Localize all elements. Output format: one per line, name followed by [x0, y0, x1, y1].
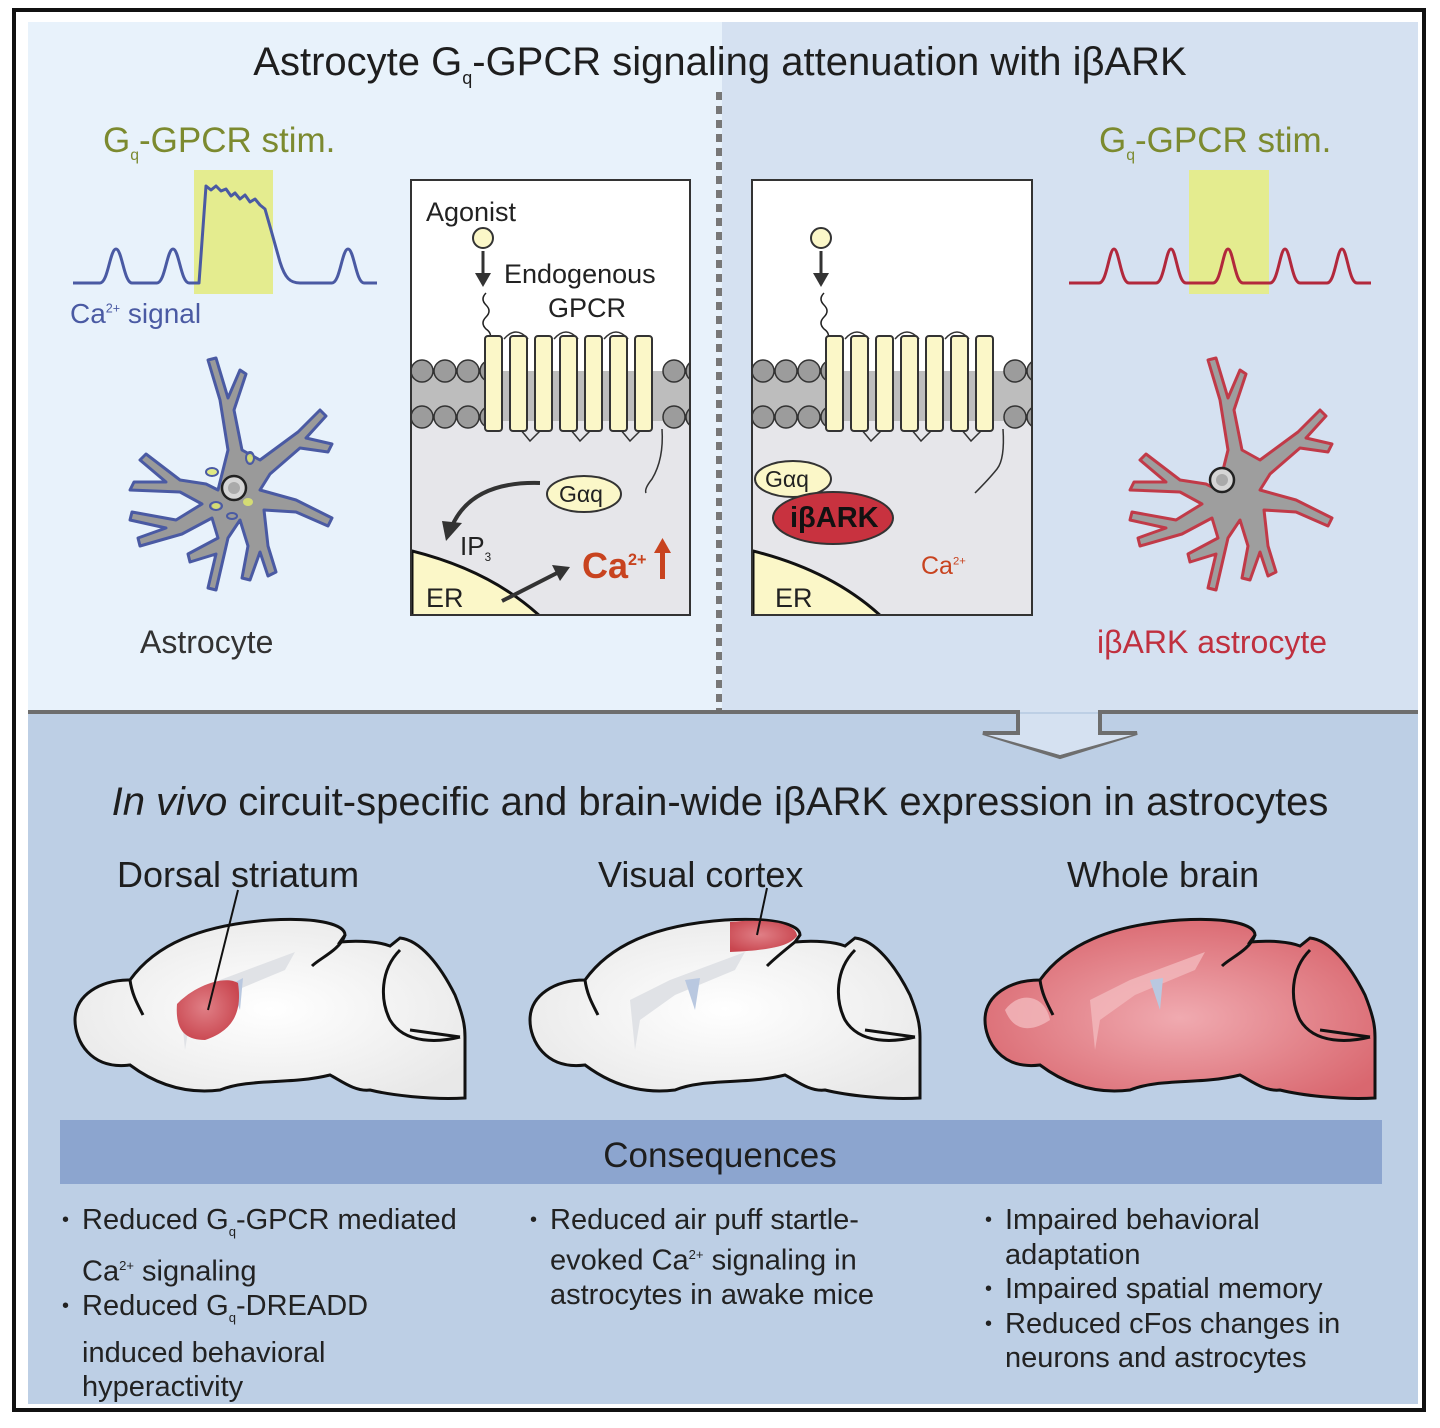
brain-visual-cortex [528, 887, 922, 1100]
g-protein-label: Gαq [765, 466, 809, 492]
g-alpha-q-protein [754, 460, 832, 498]
mechanism-box-ibark: Gαq iβARK ER Ca2+ [751, 179, 1033, 616]
dashed-divider [716, 92, 722, 712]
arrow-down-icon [813, 273, 829, 287]
ibark-protein [772, 491, 894, 545]
trace-line-right [1069, 247, 1371, 285]
calcium-trace-left [73, 170, 377, 294]
ibark-label: iβARK [790, 502, 879, 534]
mechanism-diagram-ibark [753, 227, 1031, 614]
down-arrow-icon [28, 710, 1418, 760]
consequences-title: Consequences [603, 1136, 837, 1175]
flow-arrow [28, 710, 1418, 760]
astrocyte-label: Astrocyte [140, 624, 274, 660]
gpcr-helices [484, 335, 653, 432]
er-membrane [753, 549, 881, 614]
stim-window-right [1189, 170, 1269, 294]
consequence-item: Reduced air puff startle-evoked Ca2+ sig… [528, 1203, 874, 1312]
ca-signal-label: Ca2+ signal [70, 298, 202, 329]
consequences-list-visual-cortex: Reduced air puff startle-evoked Ca2+ sig… [528, 1203, 874, 1312]
er-label: ER [426, 583, 464, 613]
stim-label-left: Gq-GPCR stim. [103, 121, 336, 164]
calcium-increase-label: Ca2+ [582, 545, 647, 586]
gpcr-helices [825, 335, 994, 432]
brain-dorsal-striatum [73, 889, 467, 1100]
stim-label-right: Gq-GPCR stim. [1099, 121, 1332, 164]
region-label-dorsal-striatum: Dorsal striatum [117, 854, 360, 895]
region-label-visual-cortex: Visual cortex [598, 854, 804, 895]
mechanism-box-control: Agonist Endogenous GPCR Gαq IP3 ER Ca2+ [410, 179, 691, 616]
g-protein-label: Gαq [559, 481, 603, 507]
brain-whole [983, 917, 1377, 1100]
receptor-label-line1: Endogenous [504, 259, 656, 289]
in-vivo-title: In vivo circuit-specific and brain-wide … [111, 780, 1329, 824]
ibark-astrocyte-icon [1128, 356, 1334, 592]
consequences-header-bar [60, 1120, 1382, 1184]
ip3-label: IP3 [460, 531, 492, 565]
agonist-icon [472, 227, 494, 249]
er-label: ER [775, 583, 813, 613]
visual-cortex-highlight [730, 920, 797, 952]
lipid-bilayer [412, 359, 689, 429]
g-alpha-q-protein [546, 475, 622, 513]
agonist-icon [810, 227, 832, 249]
calcium-up-arrow-icon [654, 538, 671, 553]
arrow-down-icon [475, 273, 491, 287]
brain-outline [983, 917, 1377, 1100]
astrocyte-icon [128, 356, 334, 592]
consequences-list-whole-brain: Impaired behavioraladaptationImpaired sp… [983, 1203, 1340, 1376]
main-title: Astrocyte Gq-GPCR signaling attenuation … [253, 40, 1187, 88]
dorsal-striatum-highlight [176, 980, 240, 1040]
brain-outline [528, 917, 922, 1100]
mechanism-diagram-control [412, 227, 689, 614]
calcium-label: Ca2+ [921, 552, 966, 580]
brain-outline [73, 917, 467, 1100]
trace-line-left [73, 184, 377, 285]
consequence-item: Impaired spatial memory [983, 1272, 1340, 1307]
receptor-label-line2: GPCR [548, 293, 627, 323]
calcium-trace-right [1069, 170, 1371, 294]
ibark-astrocyte-label: iβARK astrocyte [1097, 624, 1328, 660]
agonist-label: Agonist [426, 197, 517, 227]
region-label-whole-brain: Whole brain [1067, 854, 1260, 895]
